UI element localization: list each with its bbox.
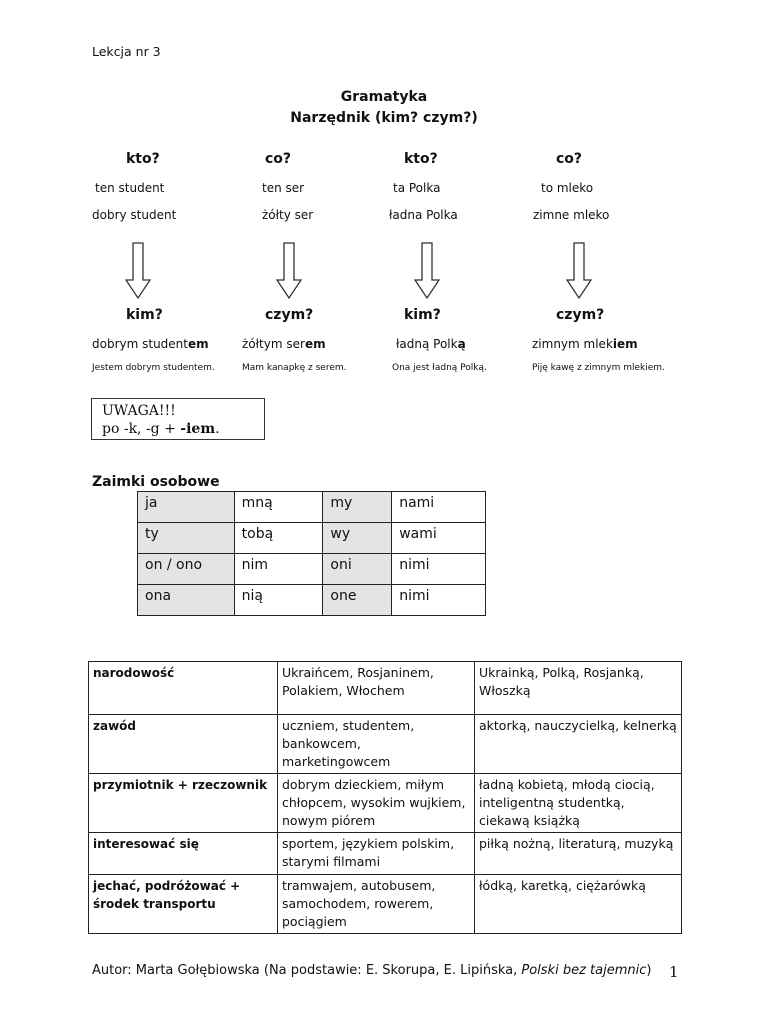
question-co-2: co? bbox=[265, 151, 292, 167]
table-row: on / ono nim oni nimi bbox=[137, 553, 486, 585]
example-3: Ona jest ładną Polką. bbox=[392, 363, 487, 373]
usage-masculine: dobrym dzieckiem, miłym chłopcem, wysoki… bbox=[277, 773, 475, 833]
table-cell: my bbox=[322, 491, 393, 523]
table-cell: nimi bbox=[391, 584, 486, 616]
table-cell: ty bbox=[137, 522, 235, 554]
usage-masculine: uczniem, studentem, bankowcem, marketing… bbox=[277, 714, 475, 774]
word-4: to mleko bbox=[541, 181, 594, 195]
table-cell: nami bbox=[391, 491, 486, 523]
form-2: żółtym serem bbox=[242, 337, 326, 351]
table-row: ty tobą wy wami bbox=[137, 522, 486, 554]
usage-masculine: sportem, językiem polskim, starymi filma… bbox=[277, 832, 475, 875]
footer-author: Autor: Marta Gołębiowska (Na podstawie: … bbox=[92, 963, 652, 978]
usage-label: jechać, podróżować + środek transportu bbox=[88, 874, 278, 934]
phrase-2: żółty ser bbox=[262, 208, 314, 222]
question-kim-3: kim? bbox=[404, 307, 441, 323]
table-row: ona nią one nimi bbox=[137, 584, 486, 616]
question-kto-3: kto? bbox=[404, 151, 438, 167]
example-1: Jestem dobrym studentem. bbox=[92, 363, 215, 373]
table-row: ja mną my nami bbox=[137, 491, 486, 523]
pronoun-table: ja mną my nami ty tobą wy wami on / ono … bbox=[137, 491, 486, 616]
lesson-number: Lekcja nr 3 bbox=[92, 44, 161, 59]
table-cell: nim bbox=[233, 553, 324, 585]
table-cell: nią bbox=[233, 584, 324, 616]
page-number: 1 bbox=[669, 963, 679, 981]
table-row: jechać, podróżować + środek transportu t… bbox=[88, 874, 682, 934]
word-1: ten student bbox=[95, 181, 165, 195]
section-heading: Zaimki osobowe bbox=[92, 474, 220, 490]
usage-label: przymiotnik + rzeczownik bbox=[88, 773, 278, 833]
phrase-3: ładna Polka bbox=[389, 208, 458, 222]
form-1: dobrym studentem bbox=[92, 337, 209, 351]
table-cell: nimi bbox=[391, 553, 486, 585]
table-row: zawód uczniem, studentem, bankowcem, mar… bbox=[88, 714, 682, 774]
note-text: po -k, -g + -iem. bbox=[102, 421, 220, 437]
example-2: Mam kanapkę z serem. bbox=[242, 363, 347, 373]
usage-feminine: Ukrainką, Polką, Rosjanką, Włoszką bbox=[474, 661, 682, 715]
form-4: zimnym mlekiem bbox=[532, 337, 638, 351]
table-cell: mną bbox=[233, 491, 324, 523]
table-row: interesować się sportem, językiem polski… bbox=[88, 832, 682, 875]
phrase-4: zimne mleko bbox=[533, 208, 610, 222]
table-cell: one bbox=[322, 584, 393, 616]
arrow-down-icon bbox=[125, 242, 151, 300]
question-kim-1: kim? bbox=[126, 307, 163, 323]
example-4: Piję kawę z zimnym mlekiem. bbox=[532, 363, 665, 373]
table-row: narodowość Ukraińcem, Rosjaninem, Polaki… bbox=[88, 661, 682, 715]
usage-masculine: Ukraińcem, Rosjaninem, Polakiem, Włochem bbox=[277, 661, 475, 715]
note-box: UWAGA!!! po -k, -g + -iem. bbox=[91, 398, 265, 440]
page-subtitle: Narzędnik (kim? czym?) bbox=[290, 110, 478, 126]
usage-feminine: aktorką, nauczycielką, kelnerką bbox=[474, 714, 682, 774]
usage-feminine: piłką nożną, literaturą, muzyką bbox=[474, 832, 682, 875]
table-cell: ona bbox=[137, 584, 235, 616]
arrow-down-icon bbox=[414, 242, 440, 300]
usage-masculine: tramwajem, autobusem, samochodem, rowere… bbox=[277, 874, 475, 934]
question-co-4: co? bbox=[556, 151, 583, 167]
page-title: Gramatyka bbox=[340, 89, 428, 105]
table-cell: ja bbox=[137, 491, 235, 523]
table-cell: on / ono bbox=[137, 553, 235, 585]
table-cell: oni bbox=[322, 553, 393, 585]
usage-label: zawód bbox=[88, 714, 278, 774]
question-czym-4: czym? bbox=[556, 307, 605, 323]
question-czym-2: czym? bbox=[265, 307, 314, 323]
table-cell: wy bbox=[322, 522, 393, 554]
table-cell: wami bbox=[391, 522, 486, 554]
usage-label: interesować się bbox=[88, 832, 278, 875]
table-row: przymiotnik + rzeczownik dobrym dzieckie… bbox=[88, 773, 682, 833]
question-kto-1: kto? bbox=[126, 151, 160, 167]
usage-table: narodowość Ukraińcem, Rosjaninem, Polaki… bbox=[88, 661, 682, 934]
usage-label: narodowość bbox=[88, 661, 278, 715]
form-3: ładną Polką bbox=[396, 337, 466, 351]
table-cell: tobą bbox=[233, 522, 324, 554]
note-title: UWAGA!!! bbox=[102, 403, 176, 419]
arrow-down-icon bbox=[276, 242, 302, 300]
word-3: ta Polka bbox=[393, 181, 441, 195]
phrase-1: dobry student bbox=[92, 208, 177, 222]
usage-feminine: ładną kobietą, młodą ciocią, inteligentn… bbox=[474, 773, 682, 833]
word-2: ten ser bbox=[262, 181, 305, 195]
usage-feminine: łódką, karetką, ciężarówką bbox=[474, 874, 682, 934]
arrow-down-icon bbox=[566, 242, 592, 300]
